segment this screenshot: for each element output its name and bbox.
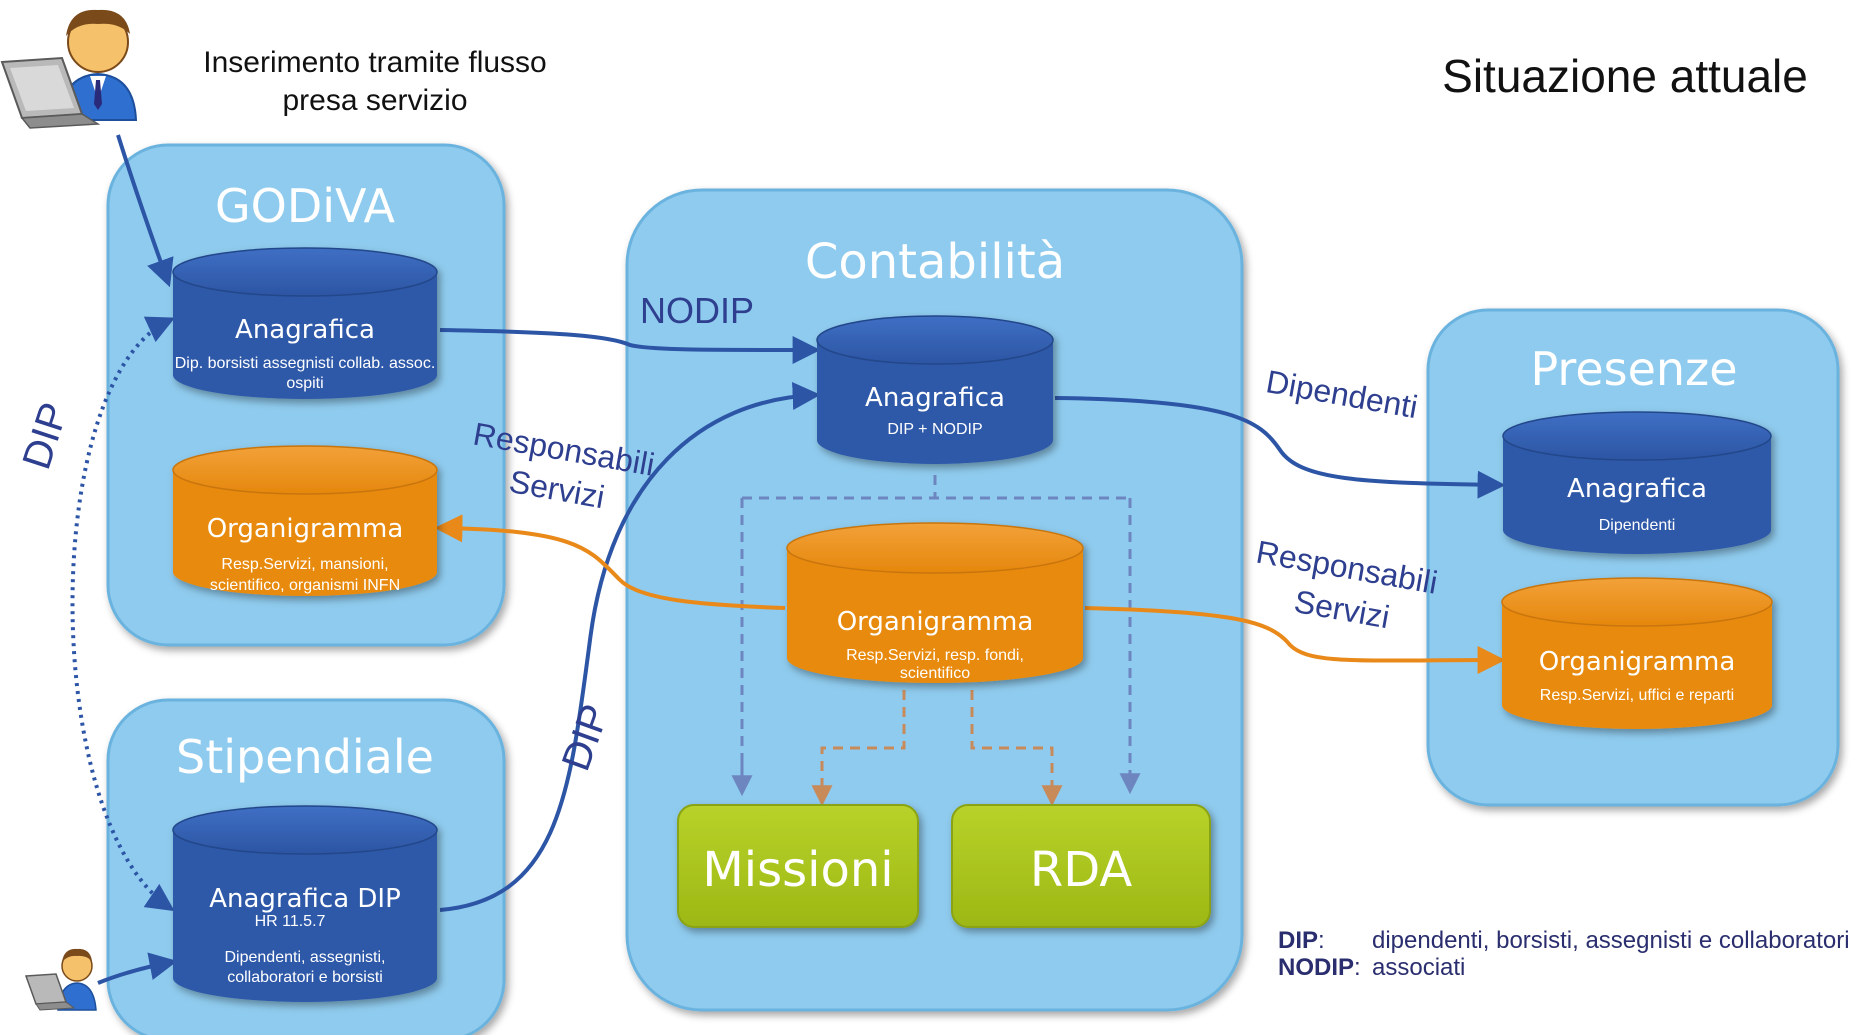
contabilita-organigramma-db bbox=[786, 522, 1084, 683]
godiva-organigramma-sub1: Resp.Servizi, mansioni, bbox=[221, 556, 388, 573]
flow-dip-center bbox=[439, 382, 821, 912]
legend-row-2: NODIP: bbox=[1278, 954, 1361, 981]
missioni-label: Missioni bbox=[702, 842, 893, 898]
godiva-organigramma-sub2: scientifico, organismi INFN bbox=[210, 577, 400, 594]
stipendiale-anagrafica-title: Anagrafica DIP bbox=[209, 884, 401, 914]
contabilita-title: Contabilità bbox=[805, 234, 1065, 290]
legend-value-dip: dipendenti, borsisti, assegnisti e colla… bbox=[1372, 927, 1850, 954]
contabilita-organigramma-sub2: scientifico bbox=[900, 665, 970, 682]
godiva-anagrafica-db bbox=[172, 247, 438, 399]
flow-resp-servizi-left bbox=[434, 514, 786, 610]
godiva-organigramma-title: Organigramma bbox=[207, 514, 404, 544]
flow-label-nodip: NODIP bbox=[640, 290, 754, 331]
legend-key-dip: DIP bbox=[1278, 927, 1318, 954]
stipendiale-anagrafica-db bbox=[172, 805, 438, 1002]
flow-label-resp-servizi-right-1: Responsabili bbox=[1254, 534, 1441, 601]
missioni-box bbox=[677, 804, 919, 928]
flow-input-godiva bbox=[116, 134, 174, 288]
presenze-anagrafica-db bbox=[1502, 411, 1772, 554]
presenze-anagrafica-sub1: Dipendenti bbox=[1599, 517, 1676, 534]
contabilita-anagrafica-db bbox=[816, 315, 1054, 464]
contabilita-organigramma-sub1: Resp.Servizi, resp. fondi, bbox=[846, 647, 1024, 664]
presenze-anagrafica-title: Anagrafica bbox=[1567, 474, 1707, 504]
presenze-organigramma-title: Organigramma bbox=[1539, 647, 1736, 677]
legend-sep-dip: : bbox=[1318, 927, 1325, 954]
legend-value-nodip: associati bbox=[1372, 954, 1465, 981]
flow-resp-servizi-right bbox=[1084, 606, 1506, 675]
flow-label-resp-servizi-right-2: Servizi bbox=[1292, 583, 1393, 635]
contabilita-anagrafica-sub1: DIP + NODIP bbox=[887, 421, 982, 438]
legend-key-nodip: NODIP bbox=[1278, 954, 1354, 981]
internal-connectors bbox=[731, 475, 1130, 802]
godiva-title: GODiVA bbox=[215, 179, 396, 233]
stipendiale-title: Stipendiale bbox=[176, 730, 434, 784]
godiva-organigramma-db bbox=[172, 445, 438, 596]
flow-label-dip-left: DIP bbox=[14, 397, 76, 474]
godiva-anagrafica-title: Anagrafica bbox=[235, 315, 375, 345]
contabilita-anagrafica-title: Anagrafica bbox=[865, 383, 1005, 413]
stipendiale-anagrafica-sub1: Dipendenti, assegnisti, bbox=[225, 949, 386, 966]
legend-row-1: DIP: bbox=[1278, 927, 1325, 954]
stipendiale-anagrafica-version: HR 11.5.7 bbox=[255, 913, 326, 930]
flow-label-dipendenti: Dipendenti bbox=[1263, 363, 1420, 425]
presenze-organigramma-db bbox=[1501, 577, 1773, 729]
rda-box bbox=[951, 804, 1211, 928]
godiva-anagrafica-sub1: Dip. borsisti assegnisti collab. assoc. bbox=[175, 355, 436, 372]
page-title: Situazione attuale bbox=[1442, 50, 1808, 102]
stipendiale-anagrafica-sub2: collaboratori e borsisti bbox=[227, 969, 383, 986]
legend-sep-nodip: : bbox=[1354, 954, 1361, 981]
contabilita-organigramma-title: Organigramma bbox=[837, 607, 1034, 637]
input-note-line1: Inserimento tramite flusso bbox=[203, 46, 546, 79]
input-note-line2: presa servizio bbox=[282, 84, 467, 117]
top-user-laptop-icon bbox=[0, 9, 138, 129]
flow-input-stipendiale bbox=[97, 952, 178, 985]
flow-label-dip-center: DIP bbox=[554, 699, 618, 777]
bottom-user-laptop-icon bbox=[24, 948, 97, 1011]
flow-dipendenti bbox=[1054, 396, 1506, 499]
presenze-organigramma-sub1: Resp.Servizi, uffici e reparti bbox=[1540, 687, 1734, 704]
presenze-title: Presenze bbox=[1531, 342, 1738, 396]
legend: DIP: dipendenti, borsisti, assegnisti e … bbox=[1278, 927, 1850, 981]
flow-nodip bbox=[439, 328, 821, 364]
rda-label: RDA bbox=[1030, 842, 1132, 898]
flow-dip-left bbox=[70, 316, 176, 912]
godiva-anagrafica-sub2: ospiti bbox=[286, 375, 323, 392]
